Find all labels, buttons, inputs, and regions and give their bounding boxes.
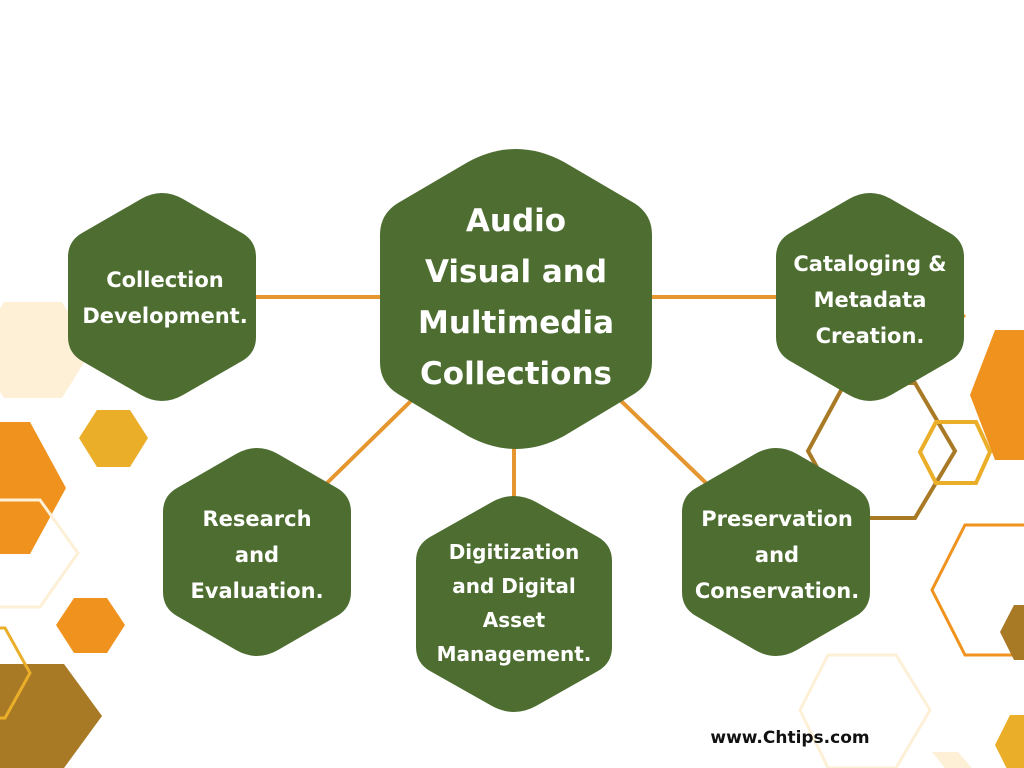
hexagon-preservation-conservation xyxy=(682,448,870,656)
deco-hexagon-gold-bottom-right xyxy=(995,715,1024,768)
hexagon-digitization-dam xyxy=(416,496,612,712)
hexagon-cataloging-metadata xyxy=(776,193,964,401)
center-node-label: Audio Visual and Multimedia Collections xyxy=(417,203,615,392)
hexagon-collection-development xyxy=(68,193,256,401)
node-label-digitization-dam: Digitization and Digital Asset Managemen… xyxy=(436,540,592,666)
nodes xyxy=(68,149,964,712)
connector-research-evaluation xyxy=(326,396,416,484)
deco-hexagon-outline-left xyxy=(0,498,80,609)
deco-hexagon-orange-left xyxy=(0,422,66,554)
decorative-hexagons xyxy=(0,302,1024,768)
node-label-cataloging-metadata: Cataloging & Metadata Creation. xyxy=(793,252,947,348)
deco-hexagon-brown-right xyxy=(1000,605,1024,660)
footer-website-url: www.Chtips.com xyxy=(710,728,870,748)
deco-hexagon-cream-bottom-right xyxy=(932,752,972,768)
connector-preservation-conservation xyxy=(616,396,707,484)
hexagon-center-audio-visual xyxy=(380,149,652,449)
connectors xyxy=(254,295,778,498)
node-label-research-evaluation: Research and Evaluation. xyxy=(190,507,324,603)
deco-hexagon-brown-bottom-left xyxy=(0,664,102,768)
deco-hexagon-outline-orange-right xyxy=(930,523,1024,657)
deco-hexagon-orange-small-left xyxy=(56,598,125,653)
deco-hexagon-outline-bottom-left xyxy=(0,626,32,720)
deco-hexagon-gold-small-left xyxy=(79,410,148,467)
deco-hexagon-orange-right xyxy=(970,330,1024,460)
hexagon-research-evaluation xyxy=(163,448,351,656)
node-label-collection-development: Collection Development. xyxy=(82,267,248,328)
deco-hexagon-outline-gold-right xyxy=(917,420,993,485)
deco-hexagon-outline-cream-bottom-right xyxy=(798,653,932,768)
node-label-preservation-conservation: Preservation and Conservation. xyxy=(694,507,860,603)
